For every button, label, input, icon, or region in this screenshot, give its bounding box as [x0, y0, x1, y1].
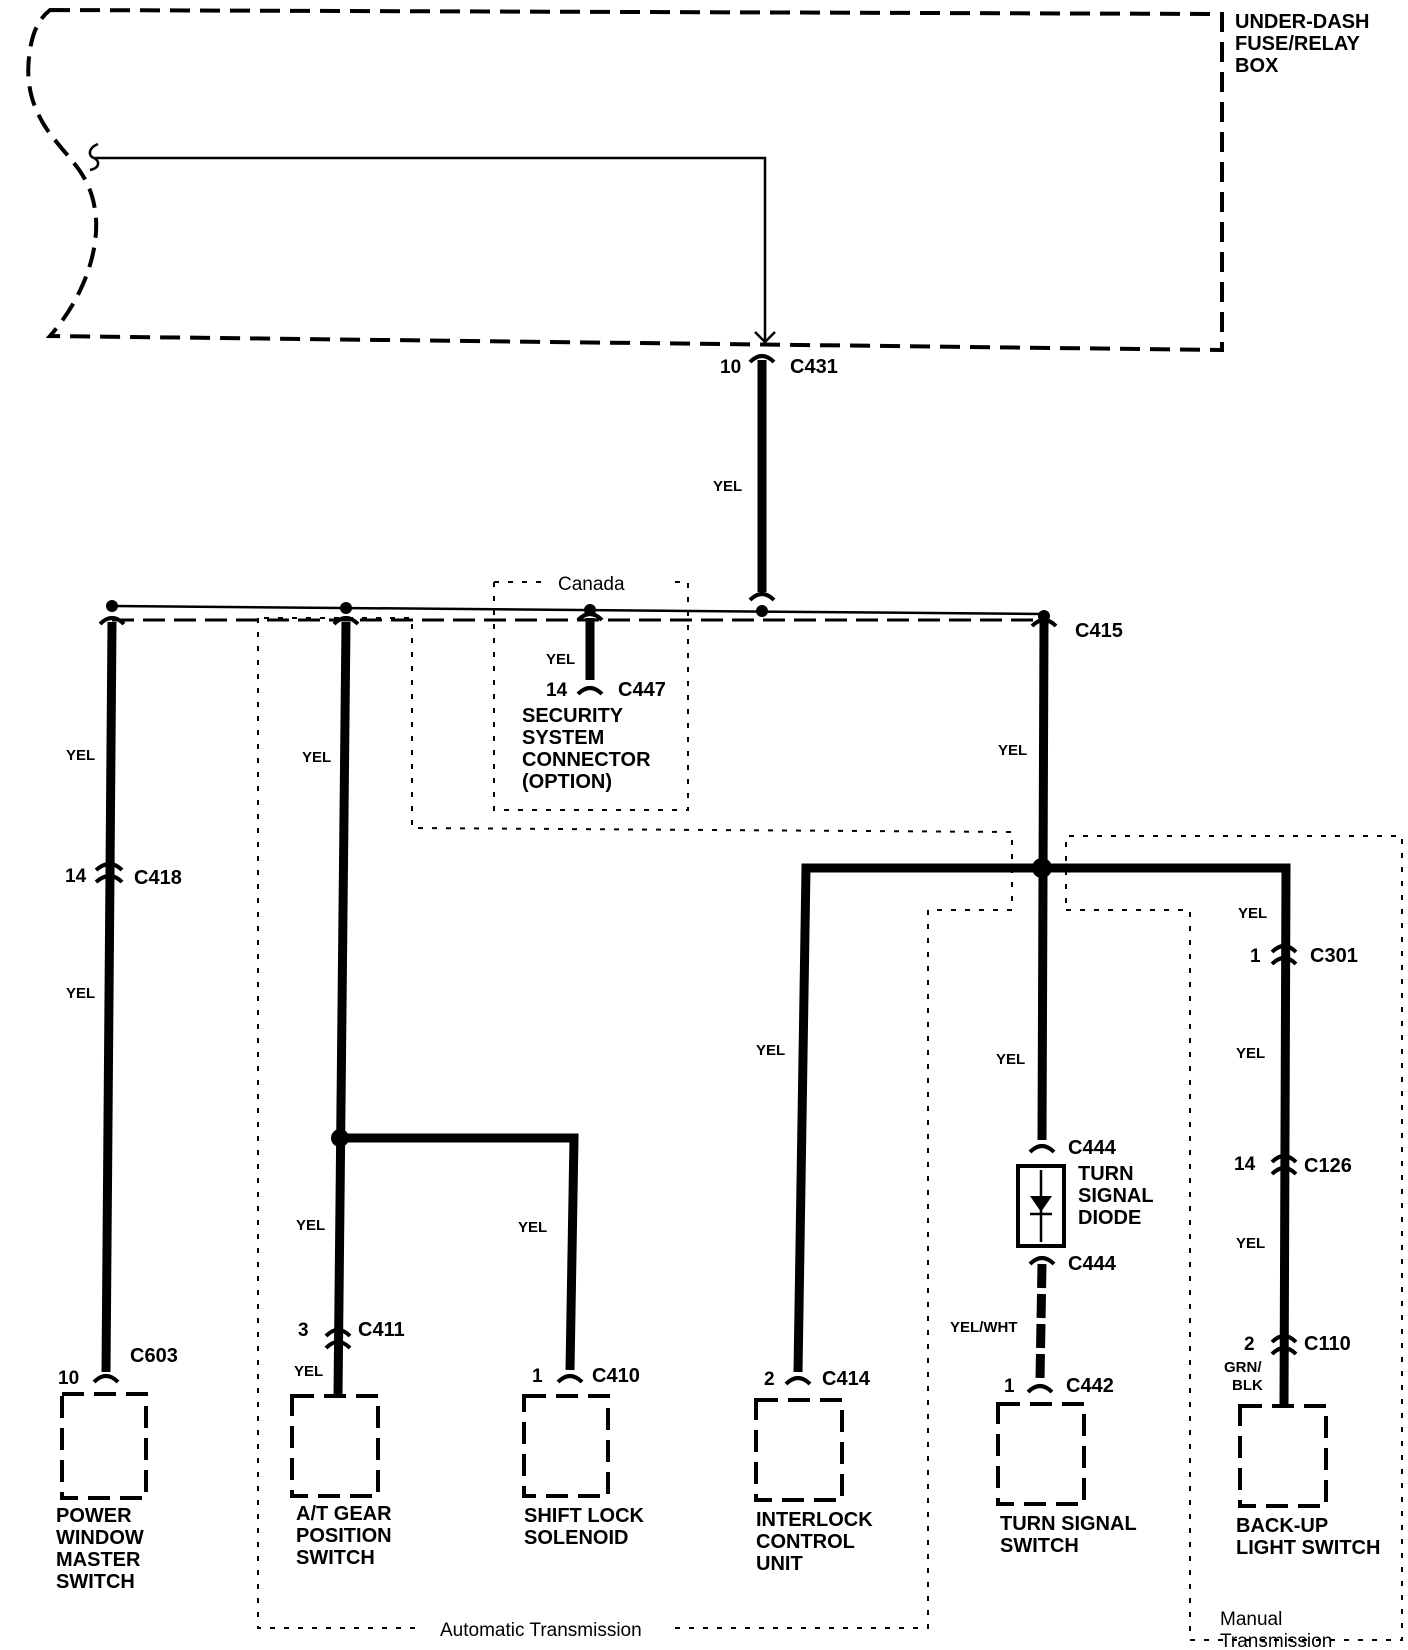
- at-gear-label-line3: SWITCH: [296, 1547, 375, 1569]
- c431-connector: C431: [790, 356, 838, 378]
- at-gear-label-line2: POSITION: [296, 1525, 392, 1547]
- at-gear-wire-end: YEL: [294, 1363, 323, 1380]
- at-gear-wire-upper: YEL: [302, 749, 331, 766]
- at-gear-wire-lower: YEL: [296, 1217, 325, 1234]
- turn-signal-switch-box: [996, 1402, 1086, 1506]
- c410-connector: C410: [592, 1365, 640, 1387]
- at-gear-label-line1: A/T GEAR: [296, 1503, 392, 1525]
- security-label-line2: SYSTEM: [522, 727, 604, 749]
- turn-signal-wire-lower: YEL/WHT: [950, 1319, 1018, 1336]
- c126-connector: C126: [1304, 1155, 1352, 1177]
- shift-lock-solenoid-box: [522, 1394, 610, 1498]
- backup-wire-end-line2: BLK: [1232, 1377, 1263, 1394]
- shift-lock-label-line2: SOLENOID: [524, 1527, 628, 1549]
- diode-label-line3: DIODE: [1078, 1207, 1141, 1229]
- backup-branch: YEL 1 C301 YEL 14 C126 YEL 2 C110 GRN/ B…: [1042, 863, 1380, 1559]
- diode-symbol-icon: [1030, 1196, 1052, 1212]
- power-window-wire-lower: YEL: [66, 985, 95, 1002]
- power-window-label-line3: MASTER: [56, 1549, 141, 1571]
- c444-connector-bottom: C444: [1068, 1253, 1117, 1275]
- c411-pin: 3: [298, 1320, 309, 1341]
- c126-pin: 14: [1234, 1154, 1256, 1175]
- backup-label-line2: LIGHT SWITCH: [1236, 1537, 1380, 1559]
- canada-label: Canada: [558, 574, 625, 595]
- c110-pin: 2: [1244, 1334, 1255, 1355]
- fuse-box-label-line2: FUSE/RELAY: [1235, 33, 1361, 55]
- c415-wire-color: YEL: [998, 742, 1027, 759]
- c415-connector: C415: [1075, 620, 1123, 642]
- backup-wire-1: YEL: [1238, 905, 1267, 922]
- fuse-feed: [88, 142, 776, 344]
- backup-wire-3: YEL: [1236, 1235, 1265, 1252]
- power-window-wire-upper: YEL: [66, 747, 95, 764]
- security-label-line1: SECURITY: [522, 705, 624, 727]
- interlock-label-line2: CONTROL: [756, 1531, 855, 1553]
- c301-connector: C301: [1310, 945, 1358, 967]
- c431-connector-symbol: [748, 354, 776, 364]
- automatic-transmission-label: Automatic Transmission: [440, 1620, 642, 1641]
- turn-signal-diode-box: [1016, 1164, 1066, 1248]
- c447-connector: C447: [618, 679, 666, 701]
- c431-pin: 10: [720, 357, 741, 378]
- c418-connector: C418: [134, 867, 182, 889]
- turn-signal-wire-upper: YEL: [996, 1051, 1025, 1068]
- c442-connector: C442: [1066, 1375, 1114, 1397]
- c603-pin: 10: [58, 1368, 79, 1389]
- security-label-line3: CONNECTOR: [522, 749, 651, 771]
- turn-signal-label-line2: SWITCH: [1000, 1535, 1079, 1557]
- c414-pin: 2: [764, 1369, 775, 1390]
- trunk-c431: 10 C431 YEL: [713, 354, 838, 602]
- c442-pin: 1: [1004, 1376, 1015, 1397]
- interlock-branch: YEL 2 C414 INTERLOCK CONTROL UNIT: [754, 863, 1042, 1575]
- security-pin: 14: [546, 680, 568, 701]
- diode-label-line1: TURN: [1078, 1163, 1134, 1185]
- interlock-label-line1: INTERLOCK: [756, 1509, 873, 1531]
- backup-wire-2: YEL: [1236, 1045, 1265, 1062]
- shift-lock-branch: YEL 1 C410 SHIFT LOCK SOLENOID: [340, 1133, 645, 1549]
- power-window-switch-box: [60, 1392, 148, 1500]
- interlock-label-line3: UNIT: [756, 1553, 803, 1575]
- c444-connector-top: C444: [1068, 1137, 1117, 1159]
- power-window-branch: YEL 14 C418 YEL 10 C603 POWER WINDOW MAS…: [56, 616, 182, 1593]
- trunk-splice-connector-symbol: [748, 592, 776, 602]
- trunk-wire-color: YEL: [713, 478, 742, 495]
- security-wire-color: YEL: [546, 651, 575, 668]
- c603-connector: C603: [130, 1345, 178, 1367]
- power-window-label-line4: SWITCH: [56, 1571, 135, 1593]
- c301-pin: 1: [1250, 946, 1261, 967]
- power-window-label-line1: POWER: [56, 1505, 132, 1527]
- shift-lock-label-line1: SHIFT LOCK: [524, 1505, 645, 1527]
- canada-region: Canada: [493, 574, 689, 811]
- security-label-line4: (OPTION): [522, 771, 612, 793]
- diode-label-line2: SIGNAL: [1078, 1185, 1154, 1207]
- turn-signal-label-line1: TURN SIGNAL: [1000, 1513, 1137, 1535]
- c414-connector: C414: [822, 1368, 871, 1390]
- power-window-label-line2: WINDOW: [56, 1527, 144, 1549]
- fuse-relay-box: UNDER-DASH FUSE/RELAY BOX: [26, 7, 1369, 353]
- backup-wire-end-line1: GRN/: [1224, 1359, 1262, 1376]
- backup-light-switch-box: [1238, 1404, 1328, 1508]
- automatic-transmission-region: Automatic Transmission: [257, 617, 1013, 1641]
- interlock-unit-box: [754, 1398, 844, 1502]
- manual-transmission-label-line2: Transmission: [1220, 1631, 1332, 1650]
- at-gear-branch: YEL YEL 3 C411 YEL A/T GEAR POSITION SWI…: [290, 616, 405, 1569]
- fuse-box-label-line3: BOX: [1235, 55, 1279, 77]
- c110-connector: C110: [1304, 1333, 1351, 1355]
- c411-connector: C411: [358, 1319, 405, 1341]
- at-gear-switch-box: [290, 1394, 380, 1498]
- shift-lock-wire: YEL: [518, 1219, 547, 1236]
- fuse-box-label-line1: UNDER-DASH: [1235, 11, 1369, 33]
- interlock-wire: YEL: [756, 1042, 785, 1059]
- c418-pin: 14: [65, 866, 87, 887]
- c410-pin: 1: [532, 1366, 543, 1387]
- security-branch: YEL 14 C447 SECURITY SYSTEM CONNECTOR (O…: [522, 612, 666, 793]
- turn-signal-branch: YEL C444 TURN SIGNAL DIODE C444 YEL/WHT …: [950, 1051, 1154, 1557]
- backup-label-line1: BACK-UP: [1236, 1515, 1328, 1537]
- manual-transmission-label-line1: Manual: [1220, 1609, 1282, 1630]
- manual-transmission-region: Manual Transmission: [1065, 835, 1403, 1650]
